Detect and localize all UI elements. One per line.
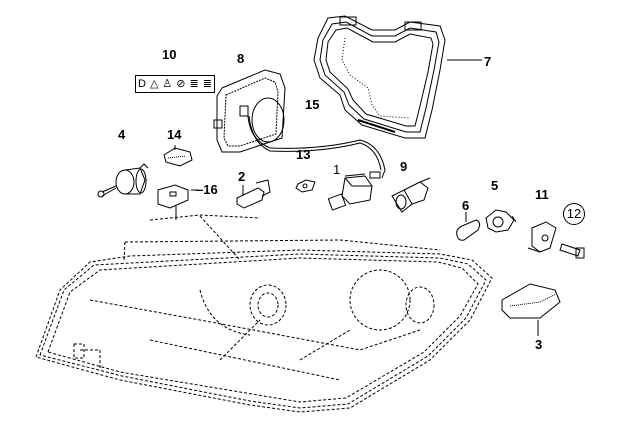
screw-part-12[interactable] — [559, 243, 585, 259]
gasket-frame-part-7[interactable] — [313, 15, 482, 139]
callout-10: 10 — [162, 47, 177, 62]
text-lines-icon: ≣ — [189, 77, 199, 90]
person-icon: ♙ — [162, 77, 173, 90]
callout-5: 5 — [491, 178, 499, 193]
control-unit-part-3[interactable] — [501, 283, 561, 336]
bracket-clip-part-11[interactable] — [527, 221, 557, 253]
callout-15: 15 — [305, 97, 320, 112]
bulb-part-2[interactable] — [236, 179, 271, 209]
callout-16-number: 16 — [203, 182, 218, 197]
ballast-part-8[interactable] — [213, 69, 386, 179]
headlight-housing[interactable] — [35, 214, 493, 413]
warning-label-part-10[interactable]: D △ ♙ ⊘ ≣ ≣ — [135, 75, 215, 93]
socket-part-5[interactable] — [485, 209, 517, 233]
callout-7: 7 — [484, 54, 492, 69]
callout-12-circled: 12 — [563, 203, 585, 225]
holder-part-9[interactable] — [391, 177, 431, 213]
callout-3: 3 — [535, 337, 543, 352]
callout-9: 9 — [400, 159, 408, 174]
grommet-part-13[interactable] — [295, 179, 316, 193]
callout-11: 11 — [535, 187, 549, 202]
motor-part-4[interactable] — [97, 163, 149, 198]
warning-triangle-icon: △ — [149, 77, 159, 90]
callout-13: 13 — [296, 147, 311, 162]
callout-1: 1 — [333, 162, 341, 177]
callout-4: 4 — [118, 127, 126, 142]
callout-16: –16 — [196, 182, 218, 197]
callout-6: 6 — [462, 198, 470, 213]
callout-14: 14 — [167, 127, 182, 142]
indicator-bulb-part-6[interactable] — [456, 212, 481, 241]
callout-2: 2 — [238, 169, 246, 184]
symbol-d: D — [138, 77, 146, 90]
text-lines-icon-2: ≣ — [202, 77, 212, 90]
clip-part-14[interactable] — [163, 145, 193, 167]
connector-part-1[interactable] — [327, 173, 373, 211]
bracket-part-16[interactable] — [157, 184, 198, 220]
prohibited-icon: ⊘ — [176, 77, 186, 90]
callout-8: 8 — [237, 51, 245, 66]
